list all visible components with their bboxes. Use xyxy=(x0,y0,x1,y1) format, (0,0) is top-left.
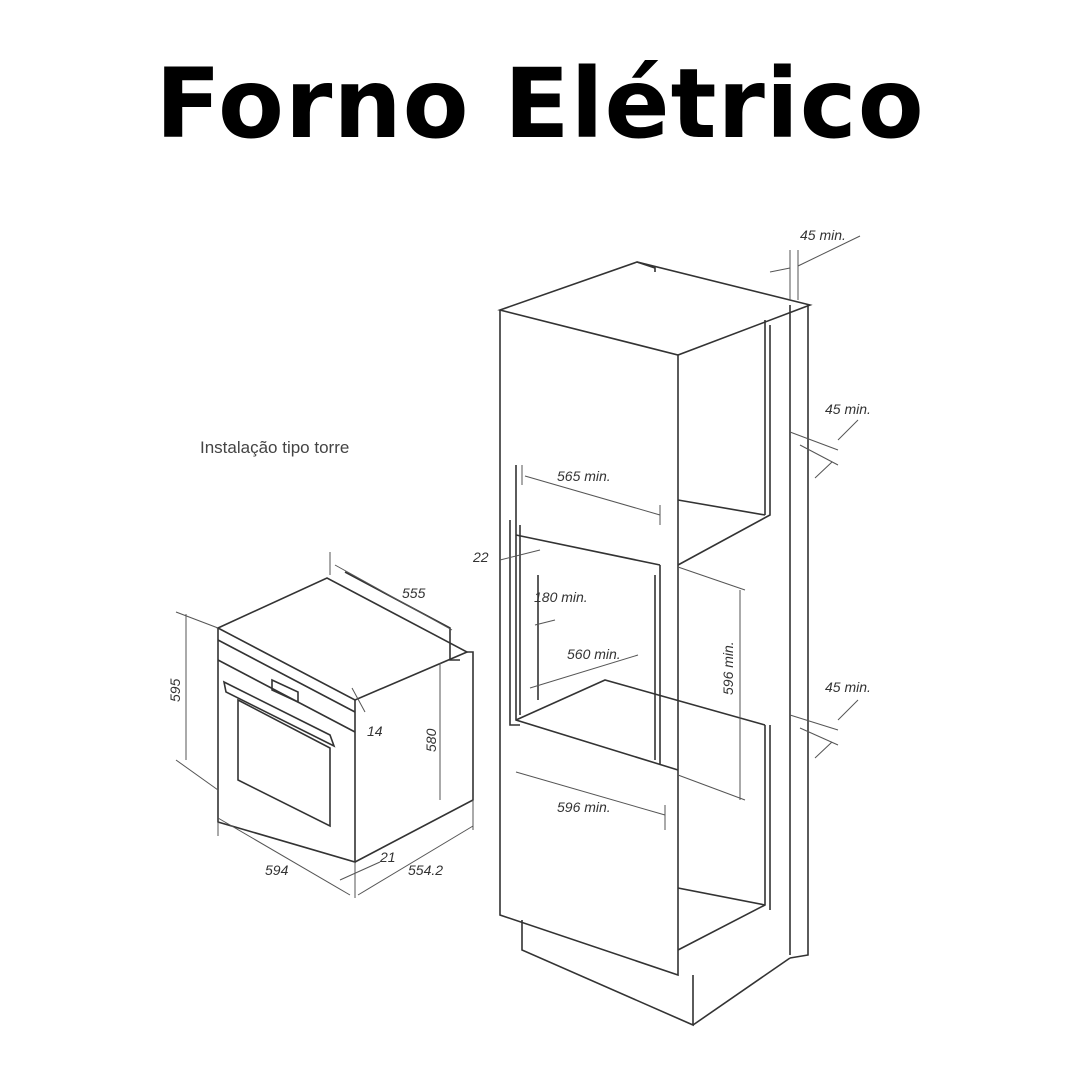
dim-595: 595 xyxy=(167,678,183,702)
dim-594: 594 xyxy=(265,862,289,878)
dim-596-min-width: 596 min. xyxy=(557,799,611,815)
dim-45-min-upper: 45 min. xyxy=(825,401,871,417)
dim-565-min: 565 min. xyxy=(557,468,611,484)
oven-drawing xyxy=(175,552,474,898)
installation-type-label: Instalação tipo torre xyxy=(200,438,350,457)
dim-180-min: 180 min. xyxy=(534,589,588,605)
dim-45-min-top: 45 min. xyxy=(800,227,846,243)
dim-554-2: 554.2 xyxy=(408,862,443,878)
dim-560-min: 560 min. xyxy=(567,646,621,662)
page-title: Forno Elétrico xyxy=(155,48,925,160)
dim-22: 22 xyxy=(472,549,489,565)
dim-45-min-lower: 45 min. xyxy=(825,679,871,695)
dim-596-min-height: 596 min. xyxy=(720,641,736,695)
dim-14: 14 xyxy=(367,723,383,739)
dim-580: 580 xyxy=(423,728,439,752)
tower-dimension-labels: 45 min. 45 min. 45 min. 565 min. 22 180 … xyxy=(472,227,871,815)
oven-dimension-labels: 555 595 14 580 594 21 554.2 xyxy=(167,585,443,878)
dim-555: 555 xyxy=(402,585,426,601)
dim-21: 21 xyxy=(379,849,396,865)
tower-cabinet-drawing xyxy=(497,235,861,1027)
